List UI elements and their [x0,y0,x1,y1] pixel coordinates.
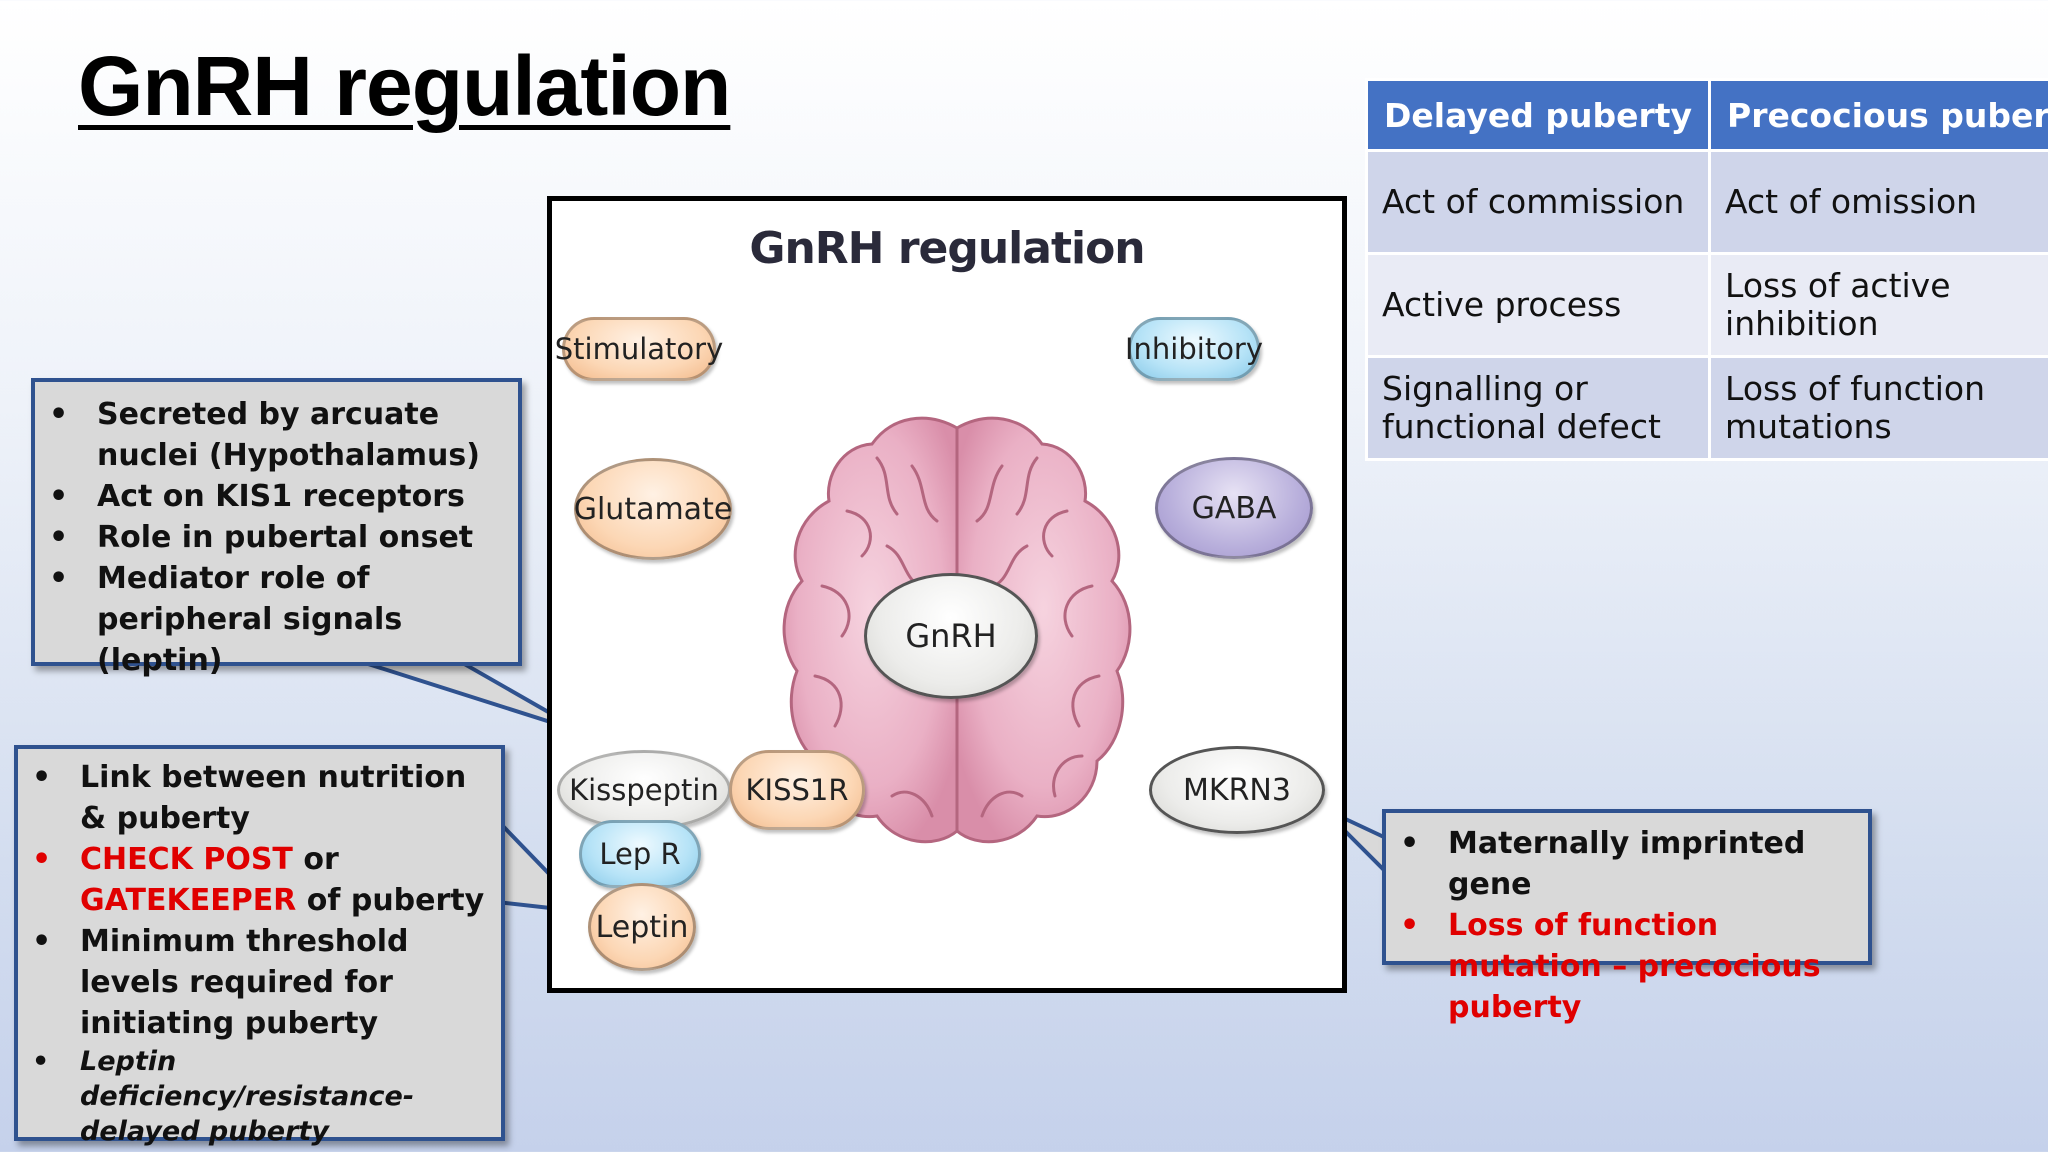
table-row: Active process Loss of active inhibition [1364,252,2048,358]
of-puberty-text: of puberty [296,883,485,918]
list-item: Loss of function mutation – precocious p… [1386,905,1868,1028]
comparison-table: Delayed puberty Precocious puberty Act o… [1364,78,2048,461]
list-item: Role in pubertal onset [35,517,518,558]
table-header-precocious: Precocious puberty [1708,78,2048,152]
list-item-gatekeeper: • CHECK POST or GATEKEEPER of puberty [18,839,501,921]
table-cell: Signalling or functional defect [1364,355,1712,461]
table-row: Act of commission Act of omission [1364,149,2048,255]
table-cell: Active process [1364,252,1712,358]
diagram-title: GnRH regulation [749,223,1145,274]
bullet-red-dot: • [32,842,52,877]
list-item: Minimum threshold levels required for in… [18,921,501,1044]
list-item: Secreted by arcuate nuclei (Hypothalamus… [35,394,518,476]
list-item: Leptin deficiency/resistance- delayed pu… [18,1044,501,1149]
mkrn3-node: MKRN3 [1149,746,1325,834]
callout-leptin: Link between nutrition & puberty • CHECK… [14,745,505,1147]
gaba-node: GABA [1155,457,1313,559]
gnrh-diagram: GnRH regulation [547,196,1347,993]
or-text: or [292,842,339,877]
list-item: Act on KIS1 receptors [35,476,518,517]
table-cell: Loss of function mutations [1708,355,2048,461]
inhibitory-label: Inhibitory [1125,317,1263,381]
slide-title: GnRH regulation [78,39,731,133]
table-cell: Loss of active inhibition [1708,252,2048,358]
table-cell: Act of commission [1364,149,1712,255]
table-row: Signalling or functional defect Loss of … [1364,355,2048,461]
list-item: Link between nutrition & puberty [18,757,501,839]
kisspeptin-node: Kisspeptin [557,750,731,830]
leptin-node: Leptin [588,883,696,971]
table-header-row: Delayed puberty Precocious puberty [1364,78,2048,152]
stimulatory-label: Stimulatory [555,317,723,381]
gnrh-node: GnRH [864,573,1038,699]
table-header-delayed: Delayed puberty [1364,78,1712,152]
callout-gnrh: Secreted by arcuate nuclei (Hypothalamus… [31,378,522,678]
lepr-node: Lep R [579,820,701,888]
gatekeeper-text: GATEKEEPER [80,883,297,918]
list-item: Maternally imprinted gene [1386,823,1868,905]
list-item: Mediator role of peripheral signals (lep… [35,558,518,681]
callout-mkrn3: Maternally imprinted gene Loss of functi… [1382,809,1872,1025]
glutamate-node: Glutamate [574,458,732,560]
kiss1r-node: KISS1R [729,750,865,830]
brain-icon [782,416,1132,844]
table-cell: Act of omission [1708,149,2048,255]
check-post-text: CHECK POST [80,842,293,877]
